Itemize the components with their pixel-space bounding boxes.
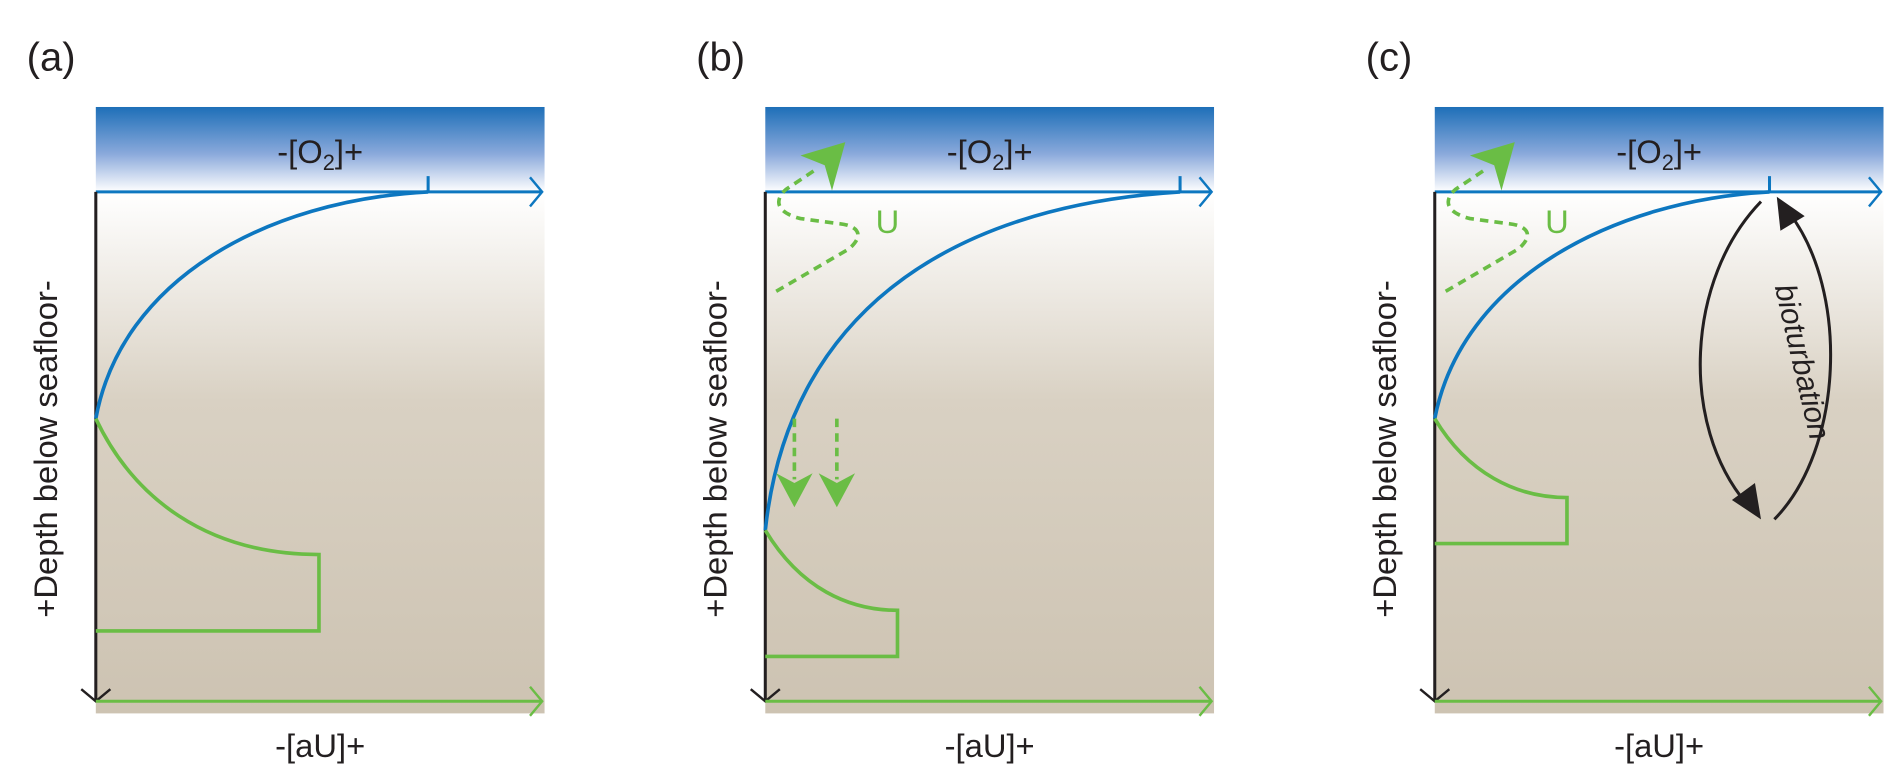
oxygen-axis-label: -[O2]+ <box>277 133 363 175</box>
water-column <box>95 106 545 192</box>
uranium-flux-dashed-arrow <box>775 168 860 293</box>
panel-label: (b) <box>696 36 745 80</box>
uranium-axis-label: -[aU]+ <box>945 727 1035 764</box>
arrowhead-icon <box>776 473 813 508</box>
bioturbation-up-arrow <box>1773 211 1833 521</box>
sediment <box>95 191 545 714</box>
arrow-icon <box>1868 685 1883 717</box>
bioturbation-down-arrow <box>1698 200 1763 505</box>
sediment <box>765 191 1215 714</box>
arrow-icon <box>529 685 544 717</box>
arrowhead-icon <box>1469 142 1515 191</box>
depth-axis-label: +Depth below seafloor- <box>1366 280 1403 618</box>
panel-c: (c) -[O2]+ U bioturbation -[aU]+ +Depth … <box>1366 36 1884 764</box>
oxygen-profile <box>1432 190 1770 420</box>
depth-axis-label: +Depth below seafloor- <box>27 280 64 618</box>
uranium-flux-dashed-arrow <box>1444 168 1530 293</box>
arrowhead-icon <box>800 142 846 191</box>
panel-label: (a) <box>27 36 76 80</box>
panel-label: (c) <box>1366 36 1413 80</box>
arrow-icon <box>1198 685 1214 717</box>
uranium-profile <box>1433 417 1569 546</box>
uranium-axis-label: -[aU]+ <box>275 727 365 764</box>
uranium-label: U <box>876 203 900 240</box>
arrow-icon <box>1868 176 1883 208</box>
arrow-icon <box>1198 176 1214 208</box>
uranium-axis-label: -[aU]+ <box>1614 727 1704 764</box>
uranium-label: U <box>1545 203 1569 240</box>
arrowhead-icon <box>1776 196 1805 231</box>
arrowhead-icon <box>1731 482 1762 520</box>
oxygen-axis-label: -[O2]+ <box>1616 133 1702 175</box>
oxygen-profile <box>763 190 1181 531</box>
sediment <box>1434 191 1884 714</box>
uranium-profile <box>94 417 321 633</box>
arrowhead-icon <box>818 473 856 508</box>
panel-b: (b) -[O2]+ U -[aU]+ +Depth below seafloo… <box>696 36 1215 764</box>
oxygen-profile <box>94 190 429 420</box>
panel-a: (a) -[O2]+ -[aU]+ +Depth below seafloor- <box>27 36 545 764</box>
oxygen-axis-label: -[O2]+ <box>947 133 1033 175</box>
uranium-profile <box>763 529 900 659</box>
arrow-icon <box>529 176 544 208</box>
depth-axis-label: +Depth below seafloor- <box>696 280 733 618</box>
